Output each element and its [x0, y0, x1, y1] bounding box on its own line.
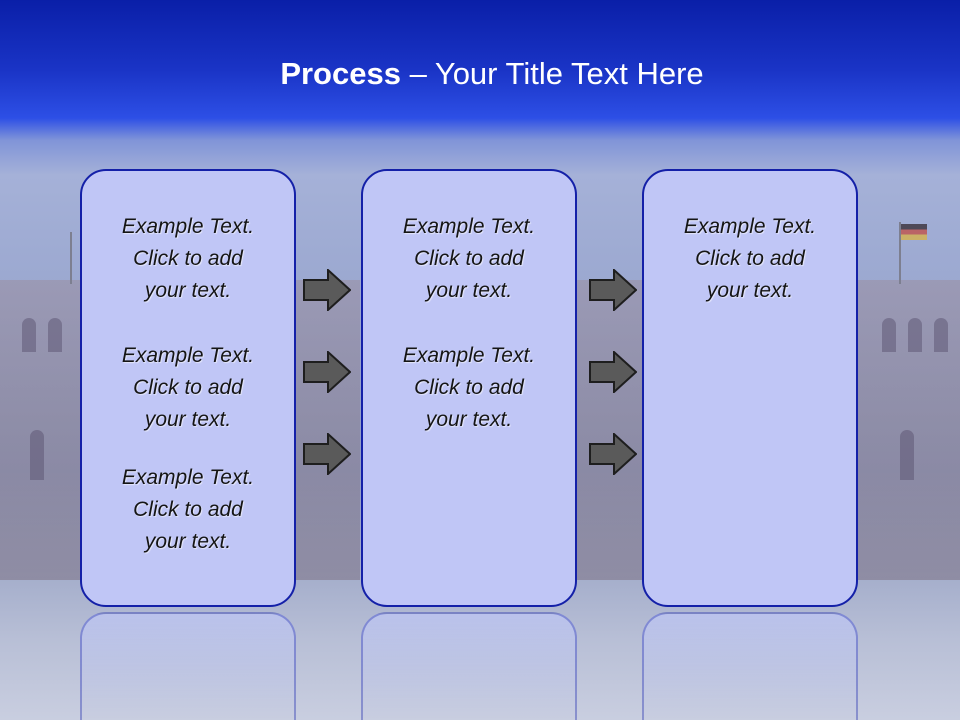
building-window [22, 318, 36, 352]
text-line: Example Text. [683, 215, 817, 238]
text-block[interactable]: Example Text. Click to add your text. [82, 340, 294, 436]
right-arrow-icon [303, 433, 351, 475]
text-line: Click to add [133, 247, 243, 270]
text-line: Click to add [414, 376, 524, 399]
process-step-1-box[interactable]: Example Text. Click to add your text. Ex… [80, 169, 296, 607]
text-block[interactable]: Example Text. Click to add your text. [82, 211, 294, 307]
panel-reflection-3 [642, 612, 858, 720]
text-block[interactable]: Example Text. Click to add your text. [82, 462, 294, 558]
right-arrow-icon [589, 351, 637, 393]
process-step-2-box[interactable]: Example Text. Click to add your text. Ex… [361, 169, 577, 607]
building-window [908, 318, 922, 352]
process-step-3-box[interactable]: Example Text. Click to add your text. [642, 169, 858, 607]
right-arrow-icon [589, 269, 637, 311]
right-arrow-icon [589, 433, 637, 475]
flag-icon [901, 224, 927, 240]
right-arrow-icon [303, 351, 351, 393]
building-window [882, 318, 896, 352]
building-window [900, 430, 914, 480]
text-line: Example Text. [121, 466, 255, 489]
building-window [48, 318, 62, 352]
text-line: Click to add [414, 247, 524, 270]
text-line: your text. [425, 408, 513, 431]
building-backdrop-center2 [576, 280, 642, 580]
text-block[interactable]: Example Text. Click to add your text. [363, 340, 575, 436]
panel-reflection-2 [361, 612, 577, 720]
text-line: Click to add [133, 498, 243, 521]
text-line: your text. [144, 408, 232, 431]
flag-pole [899, 222, 901, 284]
title-bold: Process [280, 56, 401, 91]
text-block[interactable]: Example Text. Click to add your text. [363, 211, 575, 307]
flag-pole [70, 232, 72, 284]
text-line: your text. [144, 530, 232, 553]
text-line: Example Text. [402, 344, 536, 367]
slide-title[interactable]: Process – Your Title Text Here [0, 56, 960, 92]
building-backdrop-center [296, 280, 360, 580]
text-line: Click to add [695, 247, 805, 270]
text-line: Click to add [133, 376, 243, 399]
text-line: your text. [425, 279, 513, 302]
building-window [934, 318, 948, 352]
building-window [30, 430, 44, 480]
text-line: Example Text. [121, 215, 255, 238]
text-line: Example Text. [121, 344, 255, 367]
text-line: your text. [706, 279, 794, 302]
right-arrow-icon [303, 269, 351, 311]
text-line: Example Text. [402, 215, 536, 238]
title-rest: – Your Title Text Here [400, 56, 704, 91]
panel-reflection-1 [80, 612, 296, 720]
text-block[interactable]: Example Text. Click to add your text. [644, 211, 856, 307]
text-line: your text. [144, 279, 232, 302]
